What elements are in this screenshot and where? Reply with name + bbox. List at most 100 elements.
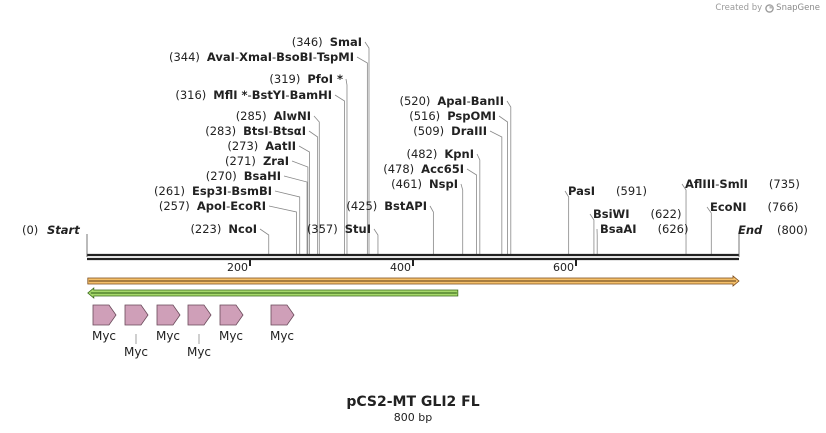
enzyme-name[interactable]: XmaI	[239, 50, 272, 64]
enzyme-name[interactable]: SmlI	[719, 177, 748, 191]
enzyme-name[interactable]: BamHI	[290, 88, 332, 102]
myc-tag-arrow[interactable]	[219, 304, 244, 326]
cut-site-position: (257)	[159, 199, 190, 213]
enzyme-name[interactable]: AatII	[265, 139, 296, 153]
plasmid-name: pCS2-MT GLI2 FL	[346, 394, 480, 410]
cut-site-leader	[345, 78, 348, 254]
enzyme-name[interactable]: PspOMI	[447, 109, 496, 123]
cut-site-leader	[373, 228, 379, 254]
cut-site-leader	[298, 145, 310, 254]
cut-site-leader	[589, 213, 595, 254]
end-position: (800)	[777, 223, 808, 237]
enzyme-name[interactable]: ZraI	[263, 154, 289, 168]
cut-site-leader	[564, 190, 570, 254]
enzyme-name[interactable]: StuI	[345, 222, 371, 236]
enzyme-separator: -	[272, 50, 276, 64]
cut-site-position: (261)	[154, 184, 185, 198]
enzyme-name[interactable]: EcoRI	[230, 199, 266, 213]
cut-site-leader	[291, 160, 309, 254]
enzyme-name[interactable]: PfoI *	[307, 72, 343, 86]
myc-tag-arrow[interactable]	[187, 304, 212, 326]
myc-tag-arrow[interactable]	[156, 304, 181, 326]
enzyme-name[interactable]: BsaHI	[244, 169, 281, 183]
enzyme-name[interactable]: ApoI	[197, 199, 226, 213]
enzyme-name[interactable]: BsaAI	[600, 222, 637, 236]
cut-site-leader	[283, 175, 308, 254]
enzyme-name[interactable]: Acc65I	[421, 162, 464, 176]
enzyme-name[interactable]: EcoNI	[710, 200, 746, 214]
cut-site-leader	[274, 190, 301, 254]
enzyme-separator: -	[226, 199, 230, 213]
enzyme-name[interactable]: BstAPI	[384, 199, 427, 213]
plasmid-length: 800 bp	[393, 411, 433, 424]
ruler-tick-label: 600	[553, 261, 574, 274]
enzyme-name[interactable]: BtsI	[243, 124, 268, 138]
cut-site-position: (273)	[227, 139, 258, 153]
enzyme-name[interactable]: Esp3I	[192, 184, 227, 198]
enzyme-name[interactable]: BsmBI	[231, 184, 272, 198]
enzyme-name[interactable]: BanII	[471, 94, 504, 108]
enzyme-name[interactable]: AvaI	[207, 50, 235, 64]
cut-site-leader	[334, 94, 345, 254]
credit-prefix: Created by	[715, 3, 763, 13]
enzyme-name[interactable]: DraIII	[451, 124, 487, 138]
enzyme-separator: -	[715, 177, 719, 191]
myc-tag-arrow[interactable]	[270, 304, 295, 326]
enzyme-name[interactable]: BstYI	[252, 88, 286, 102]
cut-site-leader	[259, 228, 270, 254]
myc-tag-arrow[interactable]	[92, 304, 117, 326]
cut-site-leader	[489, 130, 503, 254]
enzyme-name[interactable]: KpnI	[444, 147, 474, 161]
enzyme-name[interactable]: AlwNI	[274, 109, 311, 123]
snapgene-logo: SnapGene	[765, 3, 820, 13]
enzyme-name[interactable]: BsoBI	[276, 50, 313, 64]
cut-site-leader	[476, 153, 481, 254]
cut-site-position: (520)	[399, 94, 430, 108]
ruler-tick-label: 200	[227, 261, 248, 274]
cut-site-leader	[356, 56, 368, 254]
myc-tag-label: Myc	[156, 329, 180, 343]
cut-site-leader	[498, 115, 508, 254]
cut-site-position: (316)	[175, 88, 206, 102]
enzyme-name[interactable]: PasI	[568, 184, 595, 198]
enzyme-name[interactable]: BtsαI	[273, 124, 306, 138]
myc-tag-arrow[interactable]	[124, 304, 149, 326]
enzyme-name[interactable]: ApaI	[437, 94, 466, 108]
ruler-tick-label: 400	[390, 261, 411, 274]
cut-site-leader	[460, 183, 464, 254]
cut-site-labels: (346)SmaI(344)AvaI - XmaI - BsoBI - TspM…	[154, 35, 800, 236]
cut-site-leader	[308, 130, 319, 254]
cut-site-position: (285)	[236, 109, 267, 123]
enzyme-separator: -	[313, 50, 317, 64]
enzyme-separator: -	[285, 88, 289, 102]
enzyme-name[interactable]: NcoI	[228, 222, 257, 236]
start-label: Start	[47, 223, 80, 237]
cut-site-leader	[681, 183, 687, 254]
cut-site-position: (478)	[383, 162, 414, 176]
cut-site-position: (270)	[206, 169, 237, 183]
myc-tag-label: Myc	[270, 329, 294, 343]
enzyme-name[interactable]: MflI *	[213, 88, 247, 102]
cut-site-leader	[506, 100, 512, 254]
enzyme-separator: -	[248, 88, 252, 102]
cut-site-position: (509)	[413, 124, 444, 138]
enzyme-name[interactable]: TspMI	[317, 50, 354, 64]
cut-site-position: (425)	[346, 199, 377, 213]
enzyme-separator: -	[269, 124, 273, 138]
ruler: 200 400 600	[227, 259, 577, 274]
cut-site-leader	[268, 205, 297, 254]
cut-site-position: (591)	[616, 184, 647, 198]
snapgene-credit: Created by SnapGene	[715, 3, 820, 13]
cut-site-position: (344)	[169, 50, 200, 64]
enzyme-name[interactable]: AflIII	[685, 177, 715, 191]
enzyme-name[interactable]: BsiWI	[593, 207, 630, 221]
cut-site-position: (622)	[651, 207, 682, 221]
cut-site-position: (482)	[406, 147, 437, 161]
cut-site-leader	[706, 206, 712, 254]
myc-tag-label: Myc	[219, 329, 243, 343]
enzyme-name[interactable]: NspI	[429, 177, 458, 191]
enzyme-name[interactable]: SmaI	[330, 35, 362, 49]
cut-site-position: (357)	[307, 222, 338, 236]
